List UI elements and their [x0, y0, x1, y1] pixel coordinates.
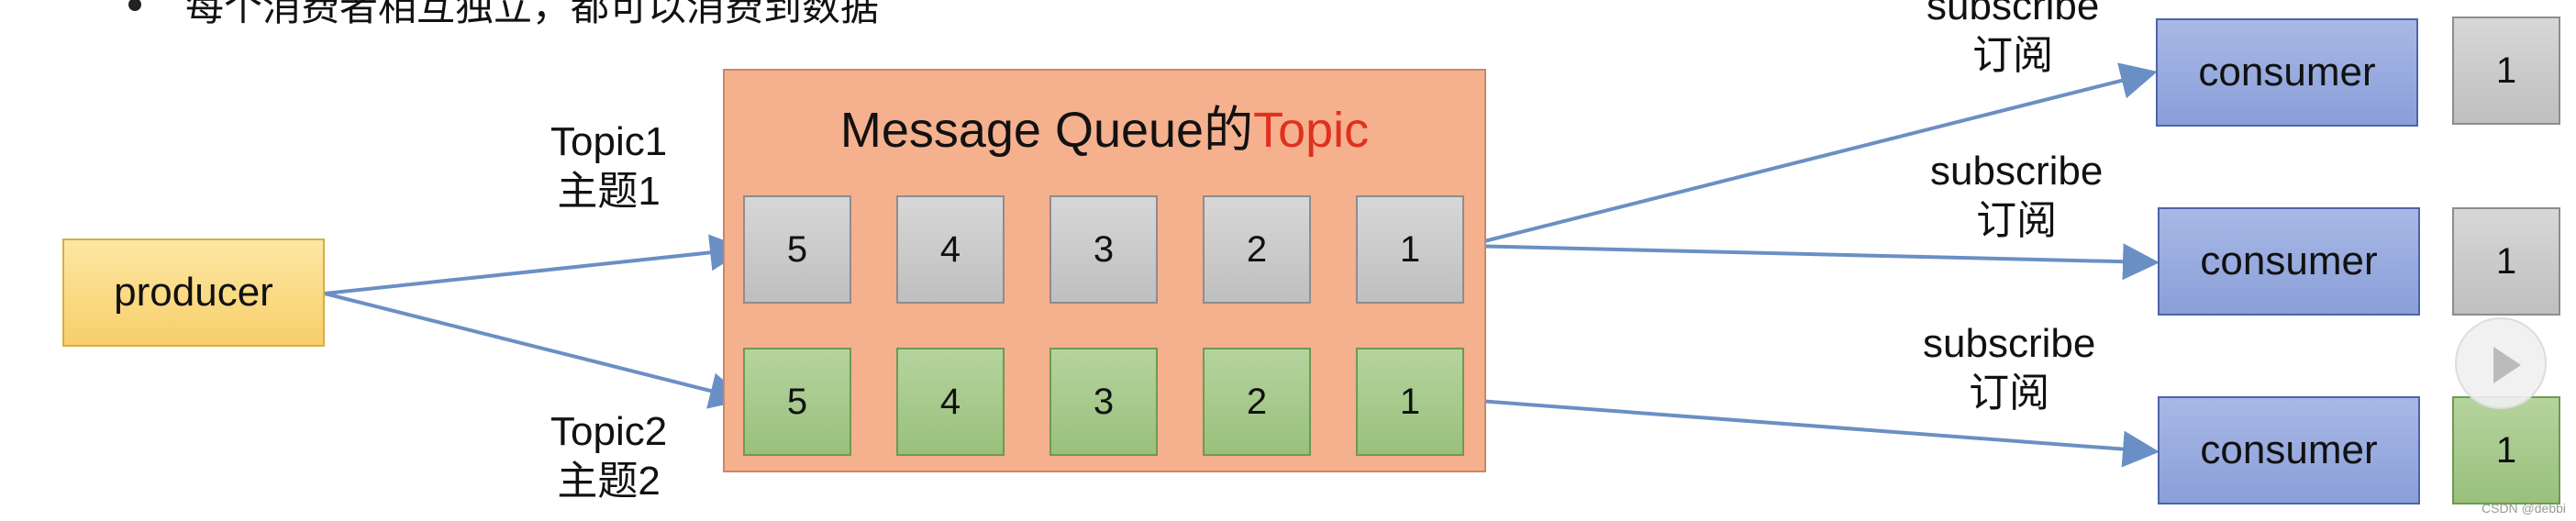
topic1-name: Topic1 [550, 119, 668, 164]
bullet-text-line: 每个消费者相互独立，都可以消费到数据 [128, 0, 879, 32]
topic1-message-cell: 3 [1049, 195, 1158, 304]
consumed-message-3: 1 [2452, 396, 2560, 504]
arrow-topic1-consumer2 [1465, 243, 2160, 281]
topic2-message-cell: 2 [1203, 348, 1311, 456]
topic2-name: Topic2 [550, 409, 668, 454]
topic1-message-cell: 1 [1356, 195, 1464, 304]
arrow-topic2-consumer3 [1465, 398, 2160, 468]
topic1-message-cell: 4 [896, 195, 1005, 304]
play-icon[interactable] [2455, 317, 2547, 409]
subscribe-label-1: subscribe 订阅 [1926, 0, 2100, 78]
consumer-box-2: consumer [2158, 207, 2420, 316]
arrow-producer-topic1 [324, 234, 747, 295]
subscribe-label-3: subscribe 订阅 [1923, 321, 2096, 416]
producer-box: producer [62, 238, 325, 347]
topic2-label: Topic2 主题2 [550, 407, 667, 506]
queue-title: Message Queue的Topic [725, 89, 1484, 161]
queue-title-highlight: Topic [1253, 103, 1370, 158]
consumed-message-1: 1 [2452, 17, 2560, 125]
topic1-label: Topic1 主题1 [550, 117, 667, 216]
topic1-message-cell: 2 [1203, 195, 1311, 304]
consumer-box-1: consumer [2156, 18, 2418, 127]
topic2-message-cell: 3 [1049, 348, 1158, 456]
subscribe-label-2: subscribe 订阅 [1930, 149, 2104, 243]
producer-label: producer [114, 270, 273, 315]
arrow-producer-topic2 [324, 292, 747, 409]
topic2-message-cell: 1 [1356, 348, 1464, 456]
bullet-dot-icon [128, 0, 141, 11]
queue-title-main: Message Queue的 [839, 103, 1254, 158]
arrow-topic1-consumer1 [1465, 62, 2158, 248]
topic2-cn: 主题2 [557, 459, 661, 504]
bullet-text: 每个消费者相互独立，都可以消费到数据 [185, 0, 880, 28]
consumer-box-3: consumer [2158, 396, 2420, 504]
consumed-message-2: 1 [2452, 207, 2560, 316]
topic2-message-cell: 5 [743, 348, 851, 456]
topic1-message-cell: 5 [743, 195, 851, 304]
topic1-cn: 主题1 [557, 169, 661, 214]
message-queue-box: Message Queue的Topic 5 4 3 2 1 5 4 3 2 1 [723, 69, 1486, 472]
topic2-message-cell: 4 [896, 348, 1005, 456]
watermark: CSDN @debbi [2482, 501, 2567, 515]
